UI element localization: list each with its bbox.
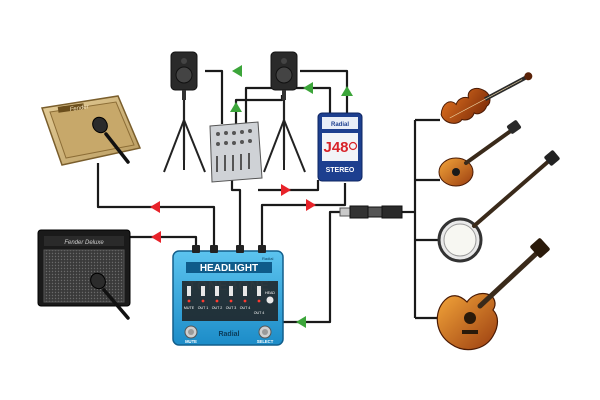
cable-mixer-to-left-speaker	[205, 69, 224, 124]
blues-amp-script: Fender Deluxe	[64, 240, 104, 246]
microphone-icon	[104, 132, 130, 164]
mixer	[209, 121, 263, 183]
ch-label-out3: OUT 3	[226, 306, 237, 310]
di-brand: Radial	[331, 122, 349, 128]
ch-label-head: HEAD	[265, 291, 275, 295]
select-label: SELECT	[257, 339, 274, 344]
microphone-blues	[90, 272, 130, 320]
ch-label-out4b: OUT 4	[254, 311, 265, 315]
ch-label-out2: OUT 2	[212, 306, 223, 310]
cable-to-di	[260, 183, 347, 250]
mandolin-icon	[438, 120, 521, 187]
green-arrow-switcher-input	[296, 316, 306, 328]
cable-to-blues-amp	[130, 235, 198, 250]
cables	[96, 69, 440, 324]
fender-amp-logo: Fender	[69, 104, 90, 113]
pa-speaker-right	[263, 51, 306, 173]
microphone-icon	[102, 288, 130, 320]
microphone-fender	[92, 116, 130, 164]
headlight-switcher: Radial HEADLIGHT TONEBONE MUTE OUT 1 OUT…	[172, 245, 284, 346]
radial-j48-di: Radial J48 STEREO	[317, 112, 363, 182]
di-model: J48	[323, 139, 348, 156]
cable-mixer-di	[258, 180, 320, 192]
cable-plug-to-switcher	[282, 210, 340, 324]
di-subtitle: STEREO	[326, 167, 355, 174]
acoustic-guitar-icon	[436, 238, 550, 351]
ch-label-mute: MUTE	[184, 306, 195, 310]
mute-label: MUTE	[185, 339, 197, 344]
red-arrow-di	[306, 199, 316, 211]
guitar-plug-icon	[339, 205, 403, 219]
fender-acoustic-amp: Fender	[40, 95, 142, 166]
switcher-footer-brand: Radial	[218, 331, 239, 338]
red-arrow-blues	[151, 231, 161, 243]
output-jack	[210, 245, 218, 253]
cable-di-to-right-speaker	[300, 69, 349, 113]
red-arrow-fender	[150, 201, 160, 213]
cable-to-mixer	[230, 180, 242, 250]
green-arrow-mixer-up	[230, 102, 242, 112]
green-arrow-di-up	[341, 86, 353, 96]
ch-label-out4: OUT 4	[240, 306, 251, 310]
output-jack	[192, 245, 200, 253]
green-arrow-speaker-right	[303, 82, 313, 94]
output-jack	[258, 245, 266, 253]
pa-speaker-left	[163, 51, 206, 173]
violin-icon	[440, 72, 533, 124]
cable-mixer-to-right-speaker	[234, 95, 284, 124]
red-arrow-mixer	[281, 184, 291, 196]
ch-label-out1: OUT 1	[198, 306, 209, 310]
banjo-icon	[437, 150, 560, 263]
signal-arrows	[150, 65, 353, 328]
cable-mixer-return	[244, 86, 332, 124]
switcher-brand-small: Radial	[262, 256, 273, 261]
blues-amp: Fender Deluxe	[37, 229, 131, 307]
green-arrow-speaker-left	[232, 65, 242, 77]
switcher-title: HEADLIGHT	[200, 263, 258, 274]
output-jack	[236, 245, 244, 253]
